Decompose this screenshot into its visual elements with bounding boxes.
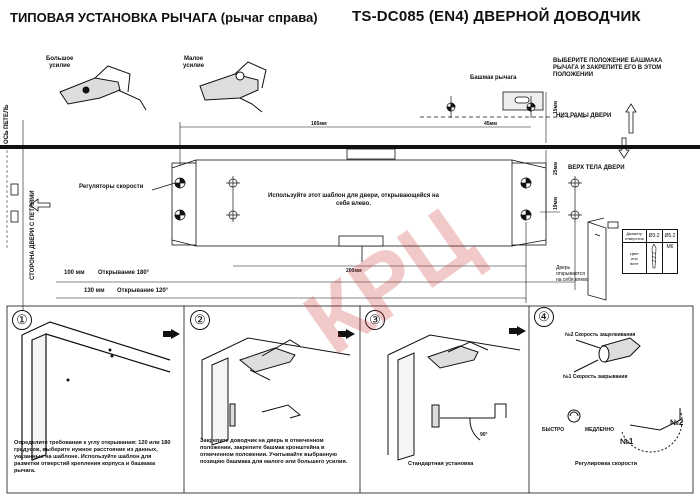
dim-row2-label: Открывание 120° bbox=[117, 288, 169, 294]
panel1-door-frame bbox=[21, 321, 171, 461]
closer-hole-marks bbox=[174, 176, 582, 222]
n2-label: №2 bbox=[670, 418, 684, 427]
hole-table-h1: Ø3.2 bbox=[645, 229, 663, 243]
arrow-right-icon bbox=[163, 329, 180, 339]
step1-text: Определите требования к углу открывания:… bbox=[14, 440, 171, 474]
dim-25: 25мм bbox=[553, 162, 559, 175]
step4-number: ④ bbox=[534, 307, 554, 327]
dim-165: 165мм bbox=[311, 121, 327, 127]
door-opens-left-figure bbox=[587, 217, 619, 301]
step1-number: ① bbox=[12, 310, 32, 330]
panel2-closer-mounting bbox=[201, 337, 351, 446]
dim-200: 200мм bbox=[346, 268, 362, 274]
dim-row1-mm: 100 мм bbox=[64, 270, 85, 276]
hole-table-h2: Ø5.2 bbox=[661, 229, 679, 243]
dim-15: 15мм bbox=[553, 101, 559, 114]
small-force-text: Малое усилие bbox=[183, 56, 205, 69]
dim-row1-label: Открывание 180° bbox=[98, 270, 150, 276]
lever-shoe-label: Башмак рычага bbox=[470, 75, 517, 81]
arrow-right-icon bbox=[509, 326, 526, 336]
dim-45: 45мм bbox=[484, 121, 497, 127]
hole-table-h0: Диаметр отверстия bbox=[622, 229, 647, 243]
closer-body-outline bbox=[171, 148, 547, 262]
fast-label: БЫСТРО bbox=[542, 427, 565, 433]
panel4-speed-adjust bbox=[567, 337, 683, 453]
big-force-text: Большое усилие bbox=[46, 56, 74, 69]
big-force-lever-figure bbox=[59, 65, 147, 111]
step4-text: Регулировка скорости bbox=[575, 461, 638, 467]
step3-number: ③ bbox=[365, 310, 385, 330]
template-text: Используйте этот шаблон для двери, откры… bbox=[268, 193, 439, 207]
door-frame-bottom-label: НИЗ РАМЫ ДВЕРИ bbox=[556, 113, 612, 119]
hole-table-r1 bbox=[645, 242, 663, 274]
arrow-right-icon bbox=[338, 329, 355, 339]
big-force-label: Большое усилие bbox=[46, 56, 73, 70]
step3-angle: 90° bbox=[480, 432, 488, 438]
slow-label: МЕДЛЕННО bbox=[585, 427, 615, 433]
speed-regulators-label: Регуляторы скорости bbox=[79, 184, 144, 190]
speed2-label: №2 Скорость защелкивания bbox=[565, 332, 636, 338]
small-force-lever-figure bbox=[199, 61, 267, 113]
step2-text: Закрепите доводчик на дверь в отмеченном… bbox=[200, 438, 348, 465]
hinge-axis-label: ОСЬ ПЕТЕЛЬ bbox=[4, 104, 10, 144]
step3-text: Стандартная установка bbox=[408, 461, 474, 467]
speed1-label: №1 Скорость закрывания bbox=[563, 374, 628, 380]
hole-table-r2: М6 bbox=[661, 242, 679, 274]
n1-label: №1 bbox=[620, 437, 634, 446]
step2-number: ② bbox=[190, 310, 210, 330]
shoe-hole-marks bbox=[446, 96, 536, 118]
small-force-label: Малое усилие bbox=[183, 56, 204, 70]
choose-shoe-note: ВЫБЕРИТЕ ПОЛОЖЕНИЕ БАШМАКА РЫЧАГА И ЗАКР… bbox=[553, 58, 663, 78]
panel3-standard-install bbox=[387, 334, 521, 461]
hinge-side-label: СТОРОНА ДВЕРИ С ПЕТЛЯМИ bbox=[30, 190, 36, 280]
door-opens-left-label: Дверь открывается на себя влево bbox=[556, 265, 589, 283]
left-title: ТИПОВАЯ УСТАНОВКА РЫЧАГА (рычаг справа) bbox=[10, 10, 318, 25]
door-body-top-label: ВЕРХ ТЕЛА ДВЕРИ bbox=[568, 165, 625, 171]
hole-table: Диаметр отверстия Ø3.2 Ø5.2 Цвет или вин… bbox=[622, 229, 679, 274]
dim-19: 19мм bbox=[553, 197, 559, 210]
dim-row2-mm: 130 мм bbox=[84, 288, 105, 294]
hole-table-r0: Цвет или винт bbox=[622, 242, 647, 274]
right-title: TS-DC085 (EN4) ДВЕРНОЙ ДОВОДЧИК bbox=[352, 8, 641, 25]
